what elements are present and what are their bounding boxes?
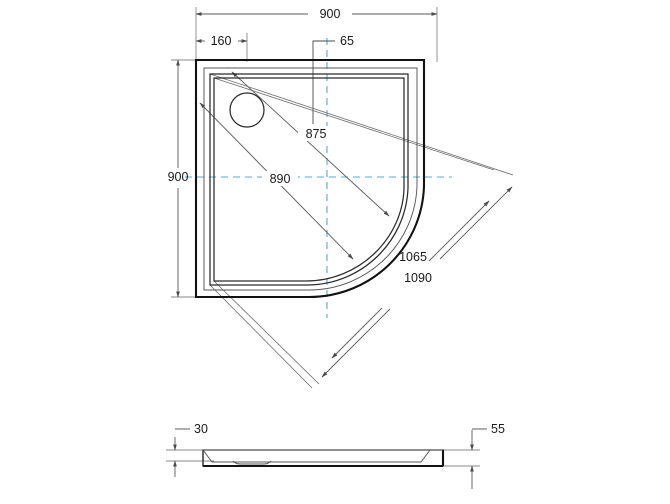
- tray-outer-profile: [194, 58, 426, 299]
- dim-label-890-backdrop: [262, 171, 298, 186]
- dimension-diagonal-1065: 1065: [331, 200, 490, 359]
- tray-rim-midline: [203, 67, 418, 291]
- top-extension-lines: [195, 7, 438, 62]
- dim-label-diagonal-outer: 1090: [404, 271, 432, 285]
- diag-ext-upper-outer: [209, 73, 514, 176]
- tray-basin-outline-outer: [209, 73, 409, 286]
- diag-ext-lower-outer: [209, 284, 313, 389]
- dim-label-tray-total-height: 55: [491, 422, 505, 436]
- tray-basin-outline-inner: [213, 77, 405, 282]
- dim-label-overall-depth: 900: [168, 170, 189, 184]
- dimension-overall-depth: 900: [168, 59, 189, 298]
- dimension-tray-lip-height: 30: [173, 422, 208, 477]
- dim-line-1065-upper: [428, 200, 490, 262]
- diagonal-extension-lines-upper: [209, 73, 514, 176]
- dim-line-1065-lower: [331, 307, 383, 359]
- section-drain-recess: [232, 460, 272, 465]
- section-inner-chamfer: [202, 449, 431, 463]
- drain-outlet-circle: [229, 92, 265, 128]
- section-view: 30 55: [166, 422, 505, 489]
- dim-label-tray-lip-height: 30: [194, 422, 208, 436]
- dimension-tray-total-height: 55: [470, 422, 505, 489]
- diag-ext-lower-inner: [213, 280, 320, 385]
- dim-label-inner-radius-b: 890: [270, 172, 291, 186]
- diagonal-extension-lines-lower: [209, 280, 320, 389]
- dim-line-1090-lower: [321, 308, 391, 378]
- dimension-overall-width: 900: [195, 7, 438, 21]
- dimension-drain-offset: 160: [195, 34, 248, 48]
- plan-view: 900 160 65 900 875: [168, 7, 514, 389]
- dim-label-drain-offset: 160: [211, 34, 232, 48]
- dim-label-diagonal-inner: 1065: [399, 250, 427, 264]
- dim-label-overall-width: 900: [320, 7, 341, 21]
- dim-line-1090-upper: [439, 186, 513, 260]
- dim-label-rim-width: 65: [340, 34, 354, 48]
- diag-ext-upper-inner: [213, 77, 495, 171]
- dimension-diagonal-1090: 1090: [321, 186, 513, 378]
- dimension-inner-radius-890: 890: [199, 102, 354, 260]
